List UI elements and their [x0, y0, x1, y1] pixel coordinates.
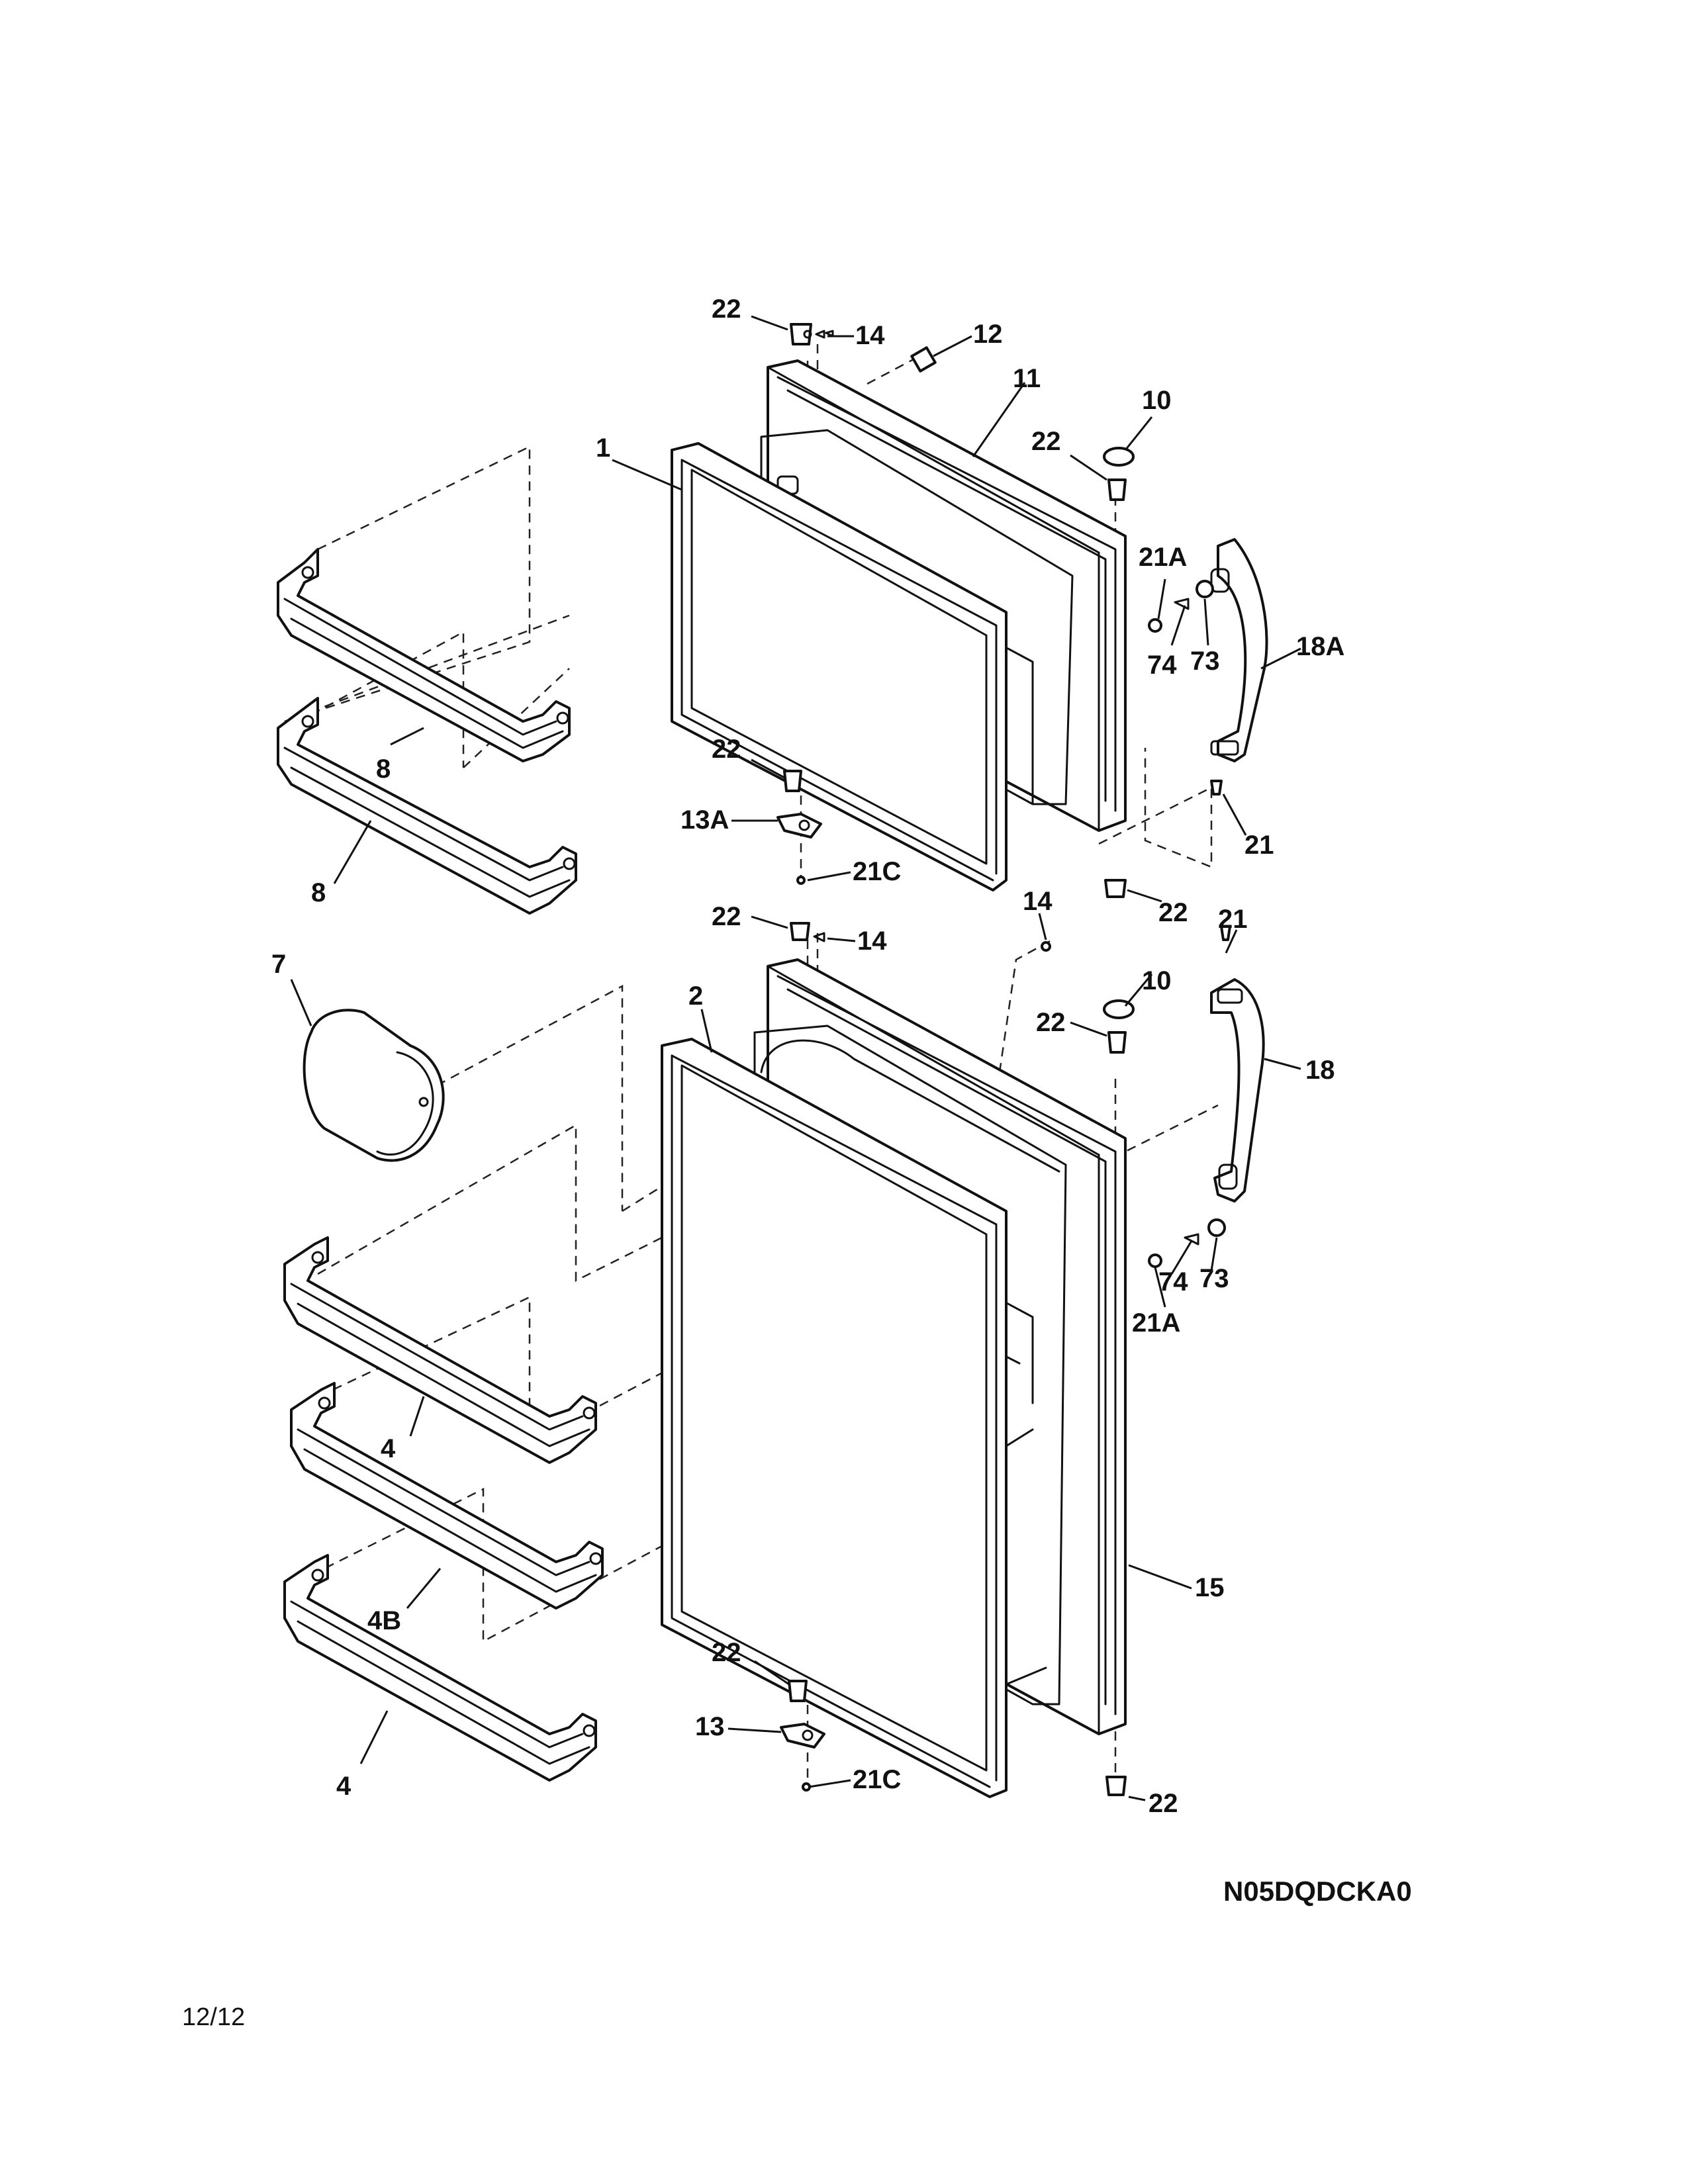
screw-21-upper [1210, 780, 1223, 796]
lower-door-shelf-4B [290, 1382, 604, 1610]
washer-21A-lower [1148, 1253, 1162, 1268]
screw-21C-lower [802, 1782, 811, 1792]
screw-22-top [790, 323, 812, 345]
callout-22: 22 [1158, 898, 1188, 927]
callout-21C: 21C [853, 1765, 901, 1794]
screw-14-lower-right [1041, 941, 1051, 952]
callout-73: 73 [1199, 1264, 1229, 1293]
callout-4B: 4B [367, 1606, 401, 1635]
screw-22-upper-right [1107, 478, 1127, 501]
callout-22: 22 [1031, 427, 1061, 456]
callout-labels: 22 14 12 11 10 22 1 21A 74 73 18A 8 8 22… [271, 295, 1344, 1818]
callout-14: 14 [857, 927, 887, 956]
callout-10: 10 [1142, 966, 1172, 995]
callout-10: 10 [1142, 386, 1172, 415]
callout-22: 22 [712, 295, 741, 324]
freezer-door-gasket-1 [671, 442, 1008, 891]
callout-74: 74 [1147, 651, 1177, 680]
screw-22-lower-top [790, 922, 810, 941]
callout-21C: 21C [853, 857, 901, 886]
screw-22-lower-right [1107, 1031, 1127, 1054]
refrigerator-door-gasket-2 [661, 1038, 1008, 1798]
callout-21: 21 [1218, 905, 1248, 934]
callout-21A: 21A [1132, 1308, 1180, 1338]
callout-18: 18 [1305, 1056, 1335, 1085]
plug-10-upper [1103, 447, 1135, 467]
lower-door-shelf-4-b [283, 1554, 597, 1782]
screw-74-upper [1174, 598, 1190, 610]
callout-4: 4 [381, 1434, 396, 1463]
upper-door-shelf-8-a [277, 548, 571, 762]
pin-22-mid-right [1104, 879, 1127, 898]
callout-2: 2 [688, 981, 703, 1011]
screw-21-lower [1220, 925, 1231, 941]
dairy-bin-7 [303, 1009, 445, 1162]
callout-14: 14 [1023, 887, 1053, 916]
cap-73-upper [1196, 580, 1214, 598]
lower-door-shelf-4-a [283, 1236, 597, 1464]
callout-13: 13 [695, 1712, 725, 1741]
callout-74: 74 [1158, 1267, 1188, 1297]
callout-22: 22 [1149, 1789, 1178, 1818]
callout-8: 8 [376, 754, 391, 784]
callout-8: 8 [311, 878, 326, 907]
diagram-code: N05DQDCKA0 [1223, 1876, 1412, 1907]
callout-1: 1 [596, 433, 610, 463]
callout-12: 12 [973, 320, 1003, 349]
upper-small-parts [776, 323, 1223, 898]
callout-22: 22 [1036, 1008, 1066, 1037]
screw-21C-upper [796, 876, 806, 885]
callout-18A: 18A [1296, 632, 1344, 661]
washer-21A-upper [1148, 618, 1162, 633]
callout-22: 22 [712, 1638, 741, 1667]
callout-73: 73 [1190, 647, 1220, 676]
screw-14-lower-top [813, 932, 825, 942]
lower-small-parts [780, 922, 1231, 1796]
pin-22-mid-left [783, 770, 802, 792]
callout-22: 22 [712, 902, 741, 931]
plug-10-lower [1103, 999, 1135, 1019]
callout-21: 21 [1244, 831, 1274, 860]
pin-22-bottom-right [1105, 1776, 1127, 1796]
callout-11: 11 [1013, 364, 1041, 393]
pin-22-bottom-left [788, 1680, 808, 1702]
callout-22: 22 [712, 735, 741, 764]
leader-lines [290, 315, 1301, 1801]
callout-15: 15 [1195, 1573, 1225, 1602]
refrigerator-handle-18 [1210, 978, 1265, 1203]
callout-21A: 21A [1139, 543, 1187, 572]
page-number: 12/12 [182, 2003, 245, 2031]
callout-14: 14 [855, 321, 885, 350]
callout-4: 4 [336, 1772, 352, 1801]
callout-13A: 13A [680, 805, 729, 835]
upper-door-shelf-8-b [277, 697, 577, 915]
freezer-handle-18A [1210, 538, 1268, 762]
callout-7: 7 [271, 950, 286, 979]
plug-12 [910, 346, 937, 373]
cap-73-lower [1207, 1218, 1226, 1237]
